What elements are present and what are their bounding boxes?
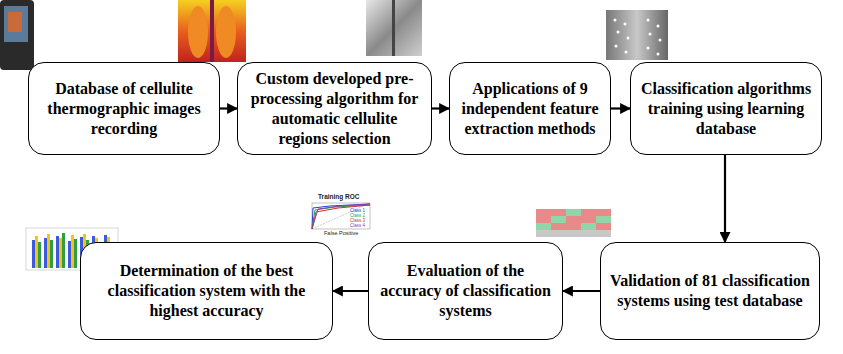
thumbnail-label: Class 2 — [350, 213, 365, 218]
process-box: Custom developed pre-processing algorith… — [237, 62, 432, 155]
flow-arrow — [333, 290, 368, 292]
process-box: Database of cellulite thermographic imag… — [28, 62, 220, 155]
feature-points-thumbnail — [606, 10, 668, 60]
thumbnail-label: False Positive — [324, 230, 358, 236]
flow-arrow — [432, 107, 449, 109]
greyscale-thumbnail — [366, 0, 422, 56]
box-text: Database of cellulite thermographic imag… — [36, 79, 212, 139]
box-text: Determination of the best classification… — [88, 261, 325, 321]
thumbnail-label: Training ROC — [318, 193, 360, 200]
thumbnail-label: Class 4 — [350, 223, 365, 228]
box-text: Classification algorithms training using… — [638, 79, 814, 139]
box-text: Applications of 9 independent feature ex… — [457, 79, 603, 139]
flow-arrow — [563, 290, 600, 292]
camera-icon — [0, 0, 34, 70]
process-box: Applications of 9 independent feature ex… — [449, 62, 611, 155]
thermal-thumbnail — [178, 0, 246, 62]
process-box: Evaluation of the accuracy of classifica… — [368, 242, 563, 340]
process-box: Determination of the best classification… — [80, 242, 333, 340]
flow-arrow — [220, 107, 237, 109]
flow-arrow — [724, 155, 726, 242]
process-box: Classification algorithms training using… — [630, 62, 822, 155]
thumbnail-label: Class 3 — [350, 218, 365, 223]
box-text: Evaluation of the accuracy of classifica… — [376, 261, 555, 321]
box-text: Validation of 81 classification systems … — [608, 271, 812, 311]
box-text: Custom developed pre-processing algorith… — [245, 69, 424, 149]
process-box: Validation of 81 classification systems … — [600, 242, 820, 340]
flow-arrow — [611, 107, 630, 109]
thumbnail-label: Class 1 — [350, 208, 365, 213]
confusion-matrix-thumbnail — [528, 205, 618, 241]
roc-thumbnail — [302, 193, 374, 238]
